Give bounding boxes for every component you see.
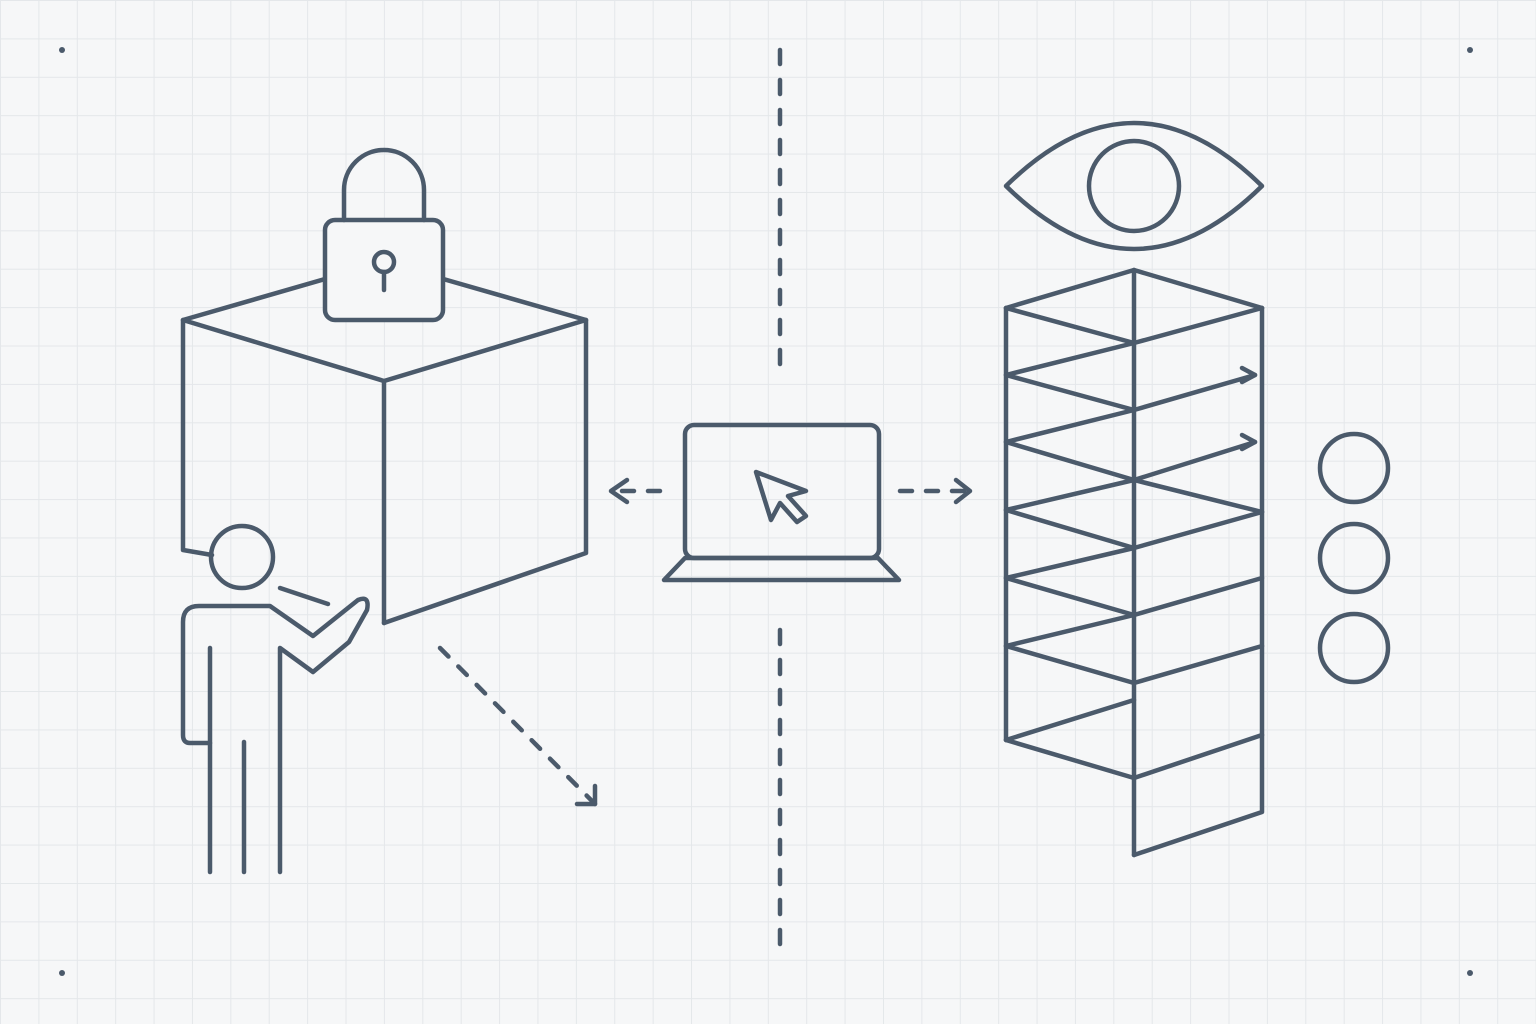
person-icon (180, 523, 370, 875)
cube-icon (180, 259, 589, 626)
padlock-icon (322, 147, 446, 323)
corner-dots (59, 47, 1473, 976)
left-arrow (608, 477, 663, 505)
laptop-icon (661, 422, 902, 583)
cube-out-arrow (437, 645, 598, 807)
right-arrow (897, 477, 973, 505)
status-dots-icon (1317, 431, 1391, 685)
eye-icon (1003, 120, 1265, 252)
cursor-icon (753, 469, 809, 525)
server-rack-icon (1003, 267, 1265, 858)
